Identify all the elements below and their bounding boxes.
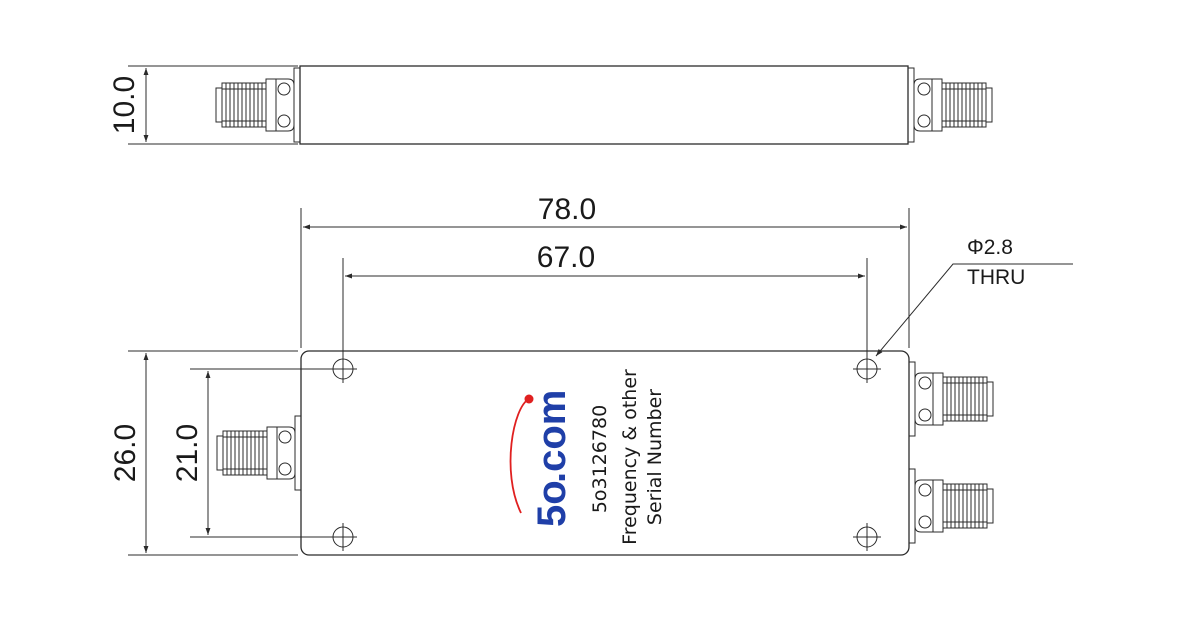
input-connector — [216, 426, 296, 480]
dim-hole-spacing-length: 67.0 — [537, 241, 595, 274]
dim-overall-length: 78.0 — [538, 193, 596, 226]
brand-logo: 5o .com — [509, 390, 574, 527]
label-frequency: Frequency & other — [619, 369, 641, 545]
dim-height-side: 10.0 — [108, 76, 141, 134]
logo-5o: 5o — [530, 480, 574, 527]
side-view-body — [299, 65, 909, 145]
label-serial: Serial Number — [644, 389, 666, 525]
right-connector-side — [913, 78, 993, 132]
hole-callout-thru: THRU — [967, 266, 1025, 289]
top-view: 78.0 67.0 26.0 21.0 Φ2.8 THRU 5o .com 5o… — [109, 193, 1073, 556]
logo-com: .com — [530, 390, 574, 483]
left-connector-side — [215, 78, 295, 132]
dim-overall-width: 26.0 — [109, 424, 142, 482]
mounting-hole — [853, 523, 881, 551]
part-number: 5o3126780 — [589, 405, 611, 513]
hole-callout-diameter: Φ2.8 — [967, 236, 1013, 259]
dim-hole-spacing-width: 21.0 — [171, 424, 204, 482]
output-connector-1 — [914, 372, 994, 426]
mounting-hole — [853, 355, 881, 383]
side-view: 10.0 — [108, 65, 993, 145]
output-connector-2 — [914, 479, 994, 533]
